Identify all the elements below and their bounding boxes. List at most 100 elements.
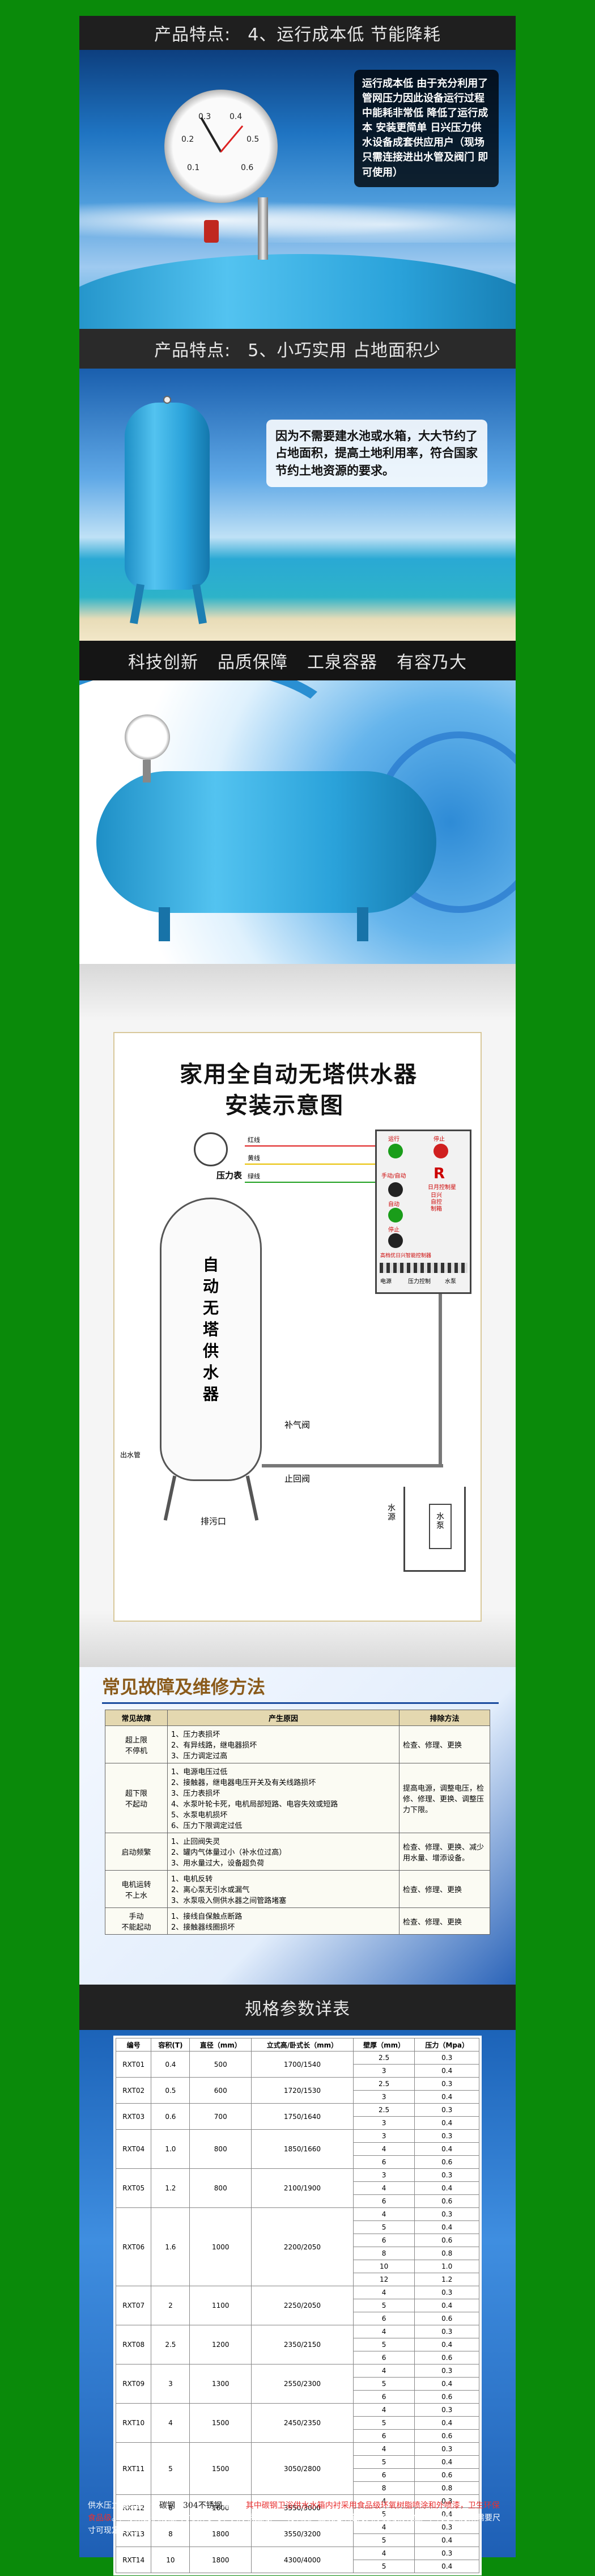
spec-vol-cell: 6 xyxy=(151,2494,190,2521)
spec-wall-cell: 6 xyxy=(352,2194,415,2208)
feature4-header: 产品特点: 4、运行成本低 节能降耗 xyxy=(79,16,516,50)
tank-leg-left xyxy=(130,583,144,624)
spec-id-cell: RXT14 xyxy=(115,2547,152,2573)
spec-wall-cell: 4 xyxy=(352,2547,415,2560)
pump-label: 水泵 xyxy=(436,1512,444,1530)
spec-id-cell: RXT13 xyxy=(115,2520,152,2547)
spec-wall-cell: 8 xyxy=(352,2481,415,2495)
spec-id-cell: RXT05 xyxy=(115,2168,152,2208)
content-column: 产品特点: 4、运行成本低 节能降耗 0.1 0.2 0.3 0.4 0.5 0… xyxy=(79,0,516,2576)
htank-gauge-icon xyxy=(125,714,170,760)
spec-id-cell: RXT08 xyxy=(115,2325,152,2364)
spec-pres-cell: 1.2 xyxy=(414,2273,479,2286)
note-d: 304不锈钢 xyxy=(183,2501,222,2510)
valve-red-icon xyxy=(204,220,219,243)
spec-len-cell: 1720/1530 xyxy=(251,2077,354,2104)
spec-id-cell: RXT07 xyxy=(115,2286,152,2325)
panel-logo-icon: R xyxy=(434,1165,445,1182)
panel-knob-1 xyxy=(388,1182,403,1197)
pipe-horizontal xyxy=(262,1464,443,1467)
specs-note: 供水压力罐材质分为碳钢和304不锈钢两种，其中碳钢卫浴供水水箱内衬采用食品级环氧… xyxy=(88,2499,507,2537)
spec-pres-cell: 0.3 xyxy=(414,2077,479,2091)
tank-char-2: 动 xyxy=(202,1277,219,1296)
spec-len-cell: 3550/3000 xyxy=(251,2494,354,2521)
spec-dia-cell: 500 xyxy=(189,2051,252,2078)
spec-wall-cell: 5 xyxy=(352,2455,415,2469)
spec-pres-cell: 0.3 xyxy=(414,2442,479,2456)
spec-vol-cell: 2.5 xyxy=(151,2325,190,2364)
spec-len-cell: 4300/4000 xyxy=(251,2547,354,2573)
specs-header: 规格参数详表 xyxy=(79,1985,516,2030)
diagram-leg-left xyxy=(163,1475,177,1521)
spec-wall-cell: 4 xyxy=(352,2325,415,2338)
htank-leg-right xyxy=(357,907,368,941)
pressure-gauge-icon: 0.1 0.2 0.3 0.4 0.5 0.6 xyxy=(164,90,278,203)
wire-yellow-label: 黄线 xyxy=(248,1154,260,1162)
feature4-label: 产品特点: xyxy=(154,25,231,45)
fault-cell: 电机运转 不上水 xyxy=(105,1870,168,1908)
diagram-air-valve-label: 补气阀 xyxy=(284,1420,311,1430)
wire-yellow xyxy=(245,1164,375,1165)
faults-col-cause: 产生原因 xyxy=(167,1710,400,1726)
diagram-card: 家用全自动无塔供水器 安装示意图 压力表 自 动 无 塔 供 水 器 排污口 出… xyxy=(113,1032,482,1622)
fault-cell: 超上限 不停机 xyxy=(105,1725,168,1763)
spec-wall-cell: 3 xyxy=(352,2129,415,2143)
spec-id-cell: RXT01 xyxy=(115,2051,152,2078)
panel-label-stop: 停止 xyxy=(434,1136,445,1143)
spec-pres-cell: 0.4 xyxy=(414,2455,479,2469)
faults-rule xyxy=(102,1702,499,1704)
gauge-tick-2: 0.2 xyxy=(181,135,194,144)
spec-id-cell: RXT12 xyxy=(115,2494,152,2521)
spec-wall-cell: 2.5 xyxy=(352,2077,415,2091)
diagram-panel: 家用全自动无塔供水器 安装示意图 压力表 自 动 无 塔 供 水 器 排污口 出… xyxy=(79,964,516,1667)
diagram-gauge-label: 压力表 xyxy=(216,1170,243,1181)
spec-vol-cell: 3 xyxy=(151,2364,190,2404)
note-g: 。厂家所提供规格尺寸仅作参考，实际根据用户工况以及产品设定来定为实际使用情况生产… xyxy=(88,2514,500,2535)
spec-id-cell: RXT04 xyxy=(115,2129,152,2169)
tank-char-7: 器 xyxy=(202,1385,219,1403)
table-row: 电机运转 不上水 1、电机反转 2、离心泵无引水或漏气 3、水泵吸入侧供水器之间… xyxy=(105,1870,490,1908)
spec-len-cell: 2350/2150 xyxy=(251,2325,354,2364)
specs-table-card: 编号 容积(T) 直径（mm） 立式高/卧式长（mm） 壁厚（mm） 压力（Mp… xyxy=(113,2036,482,2575)
diagram-tank-text: 自 动 无 塔 供 水 器 xyxy=(202,1254,219,1405)
gauge-tick-1: 0.1 xyxy=(187,163,200,172)
feature4-image: 0.1 0.2 0.3 0.4 0.5 0.6 运行成本低 由于充分利用了管网压… xyxy=(79,50,516,329)
spec-wall-cell: 8 xyxy=(352,2247,415,2260)
feature5-label: 产品特点: xyxy=(154,341,231,361)
spec-pres-cell: 0.6 xyxy=(414,2312,479,2325)
spec-pres-cell: 0.4 xyxy=(414,2090,479,2104)
slogan-1: 科技创新 xyxy=(128,653,198,672)
spec-pres-cell: 0.3 xyxy=(414,2207,479,2221)
spec-dia-cell: 1100 xyxy=(189,2286,252,2325)
tank-char-6: 水 xyxy=(202,1363,219,1382)
fault-cell: 超下限 不起动 xyxy=(105,1763,168,1833)
panel-label-manual: 手动/自动 xyxy=(381,1173,406,1179)
htank-valve-icon xyxy=(143,760,151,782)
panel-label-power: 电源 xyxy=(380,1279,392,1285)
spec-pres-cell: 0.3 xyxy=(414,2129,479,2143)
spec-pres-cell: 0.4 xyxy=(414,2220,479,2234)
vertical-tank xyxy=(125,403,210,590)
diagram-outlet-label: 出水管 xyxy=(120,1451,141,1459)
spec-pres-cell: 0.4 xyxy=(414,2299,479,2312)
spec-dia-cell: 700 xyxy=(189,2103,252,2130)
panel-label-stop2: 停止 xyxy=(388,1227,400,1233)
spec-wall-cell: 4 xyxy=(352,2207,415,2221)
spec-wall-cell: 2.5 xyxy=(352,2103,415,2117)
spec-pres-cell: 0.4 xyxy=(414,2116,479,2130)
spec-pres-cell: 0.6 xyxy=(414,2194,479,2208)
spec-pres-cell: 0.6 xyxy=(414,2429,479,2443)
horizontal-tank-image xyxy=(79,680,516,964)
spec-wall-cell: 6 xyxy=(352,2155,415,2169)
spec-pres-cell: 0.3 xyxy=(414,2168,479,2182)
